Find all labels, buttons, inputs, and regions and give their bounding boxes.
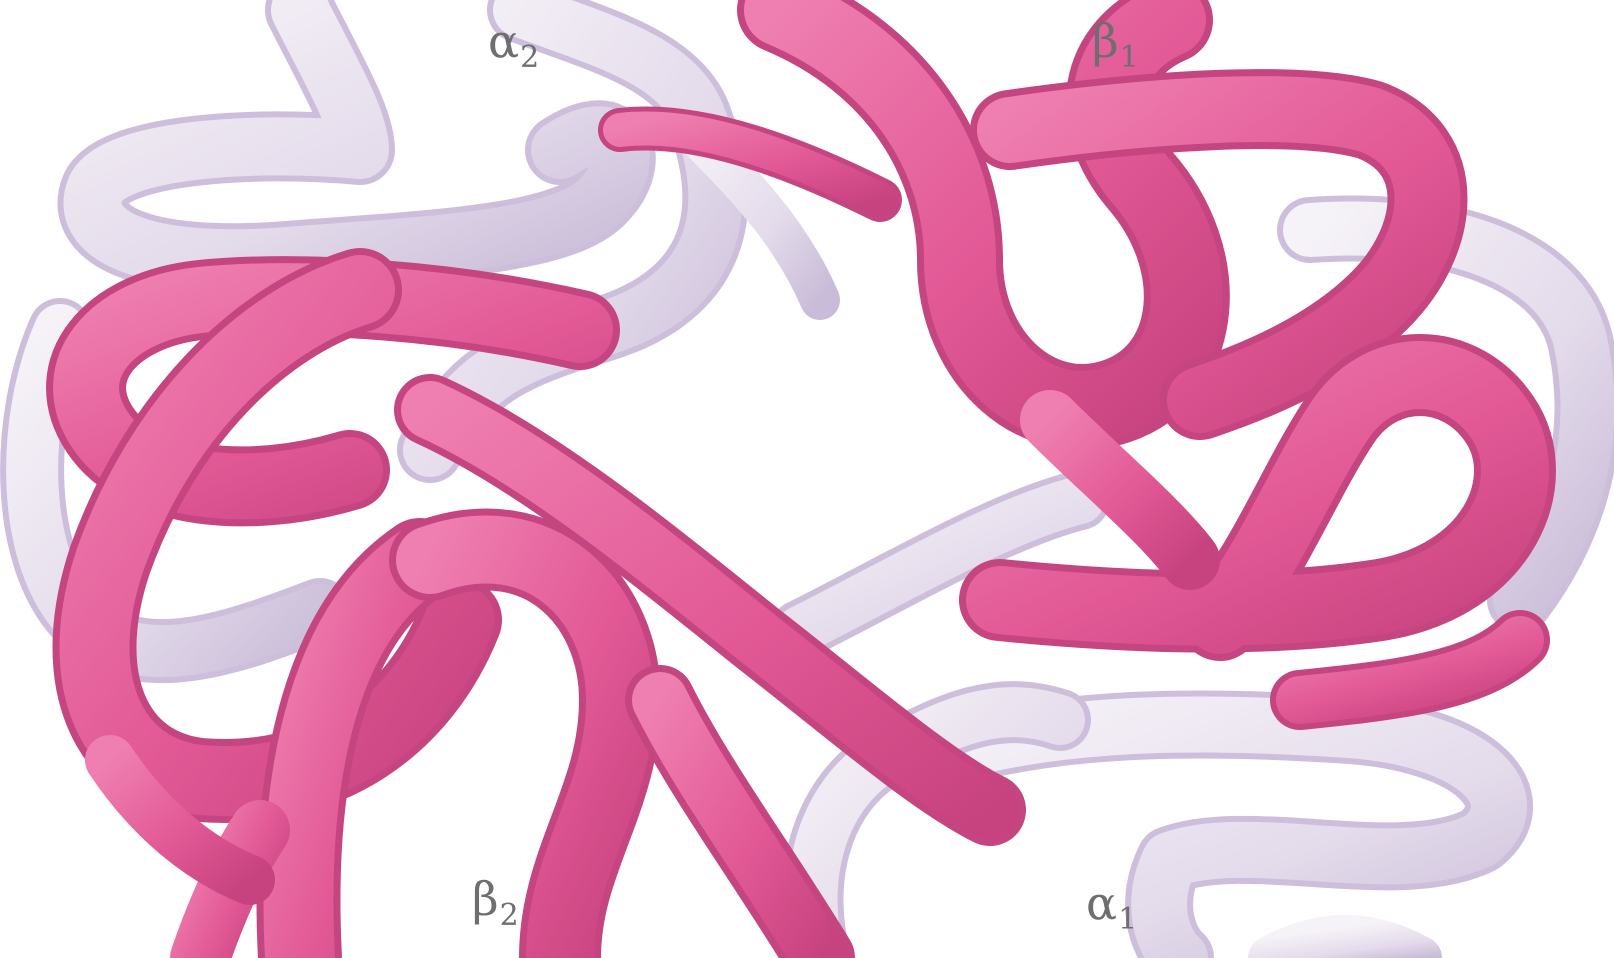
beta1-label: β1 [1092, 18, 1139, 73]
alpha2-label: α2 [488, 18, 539, 73]
alpha1-label: α1 [1086, 880, 1137, 935]
beta2-label: β2 [472, 876, 519, 931]
